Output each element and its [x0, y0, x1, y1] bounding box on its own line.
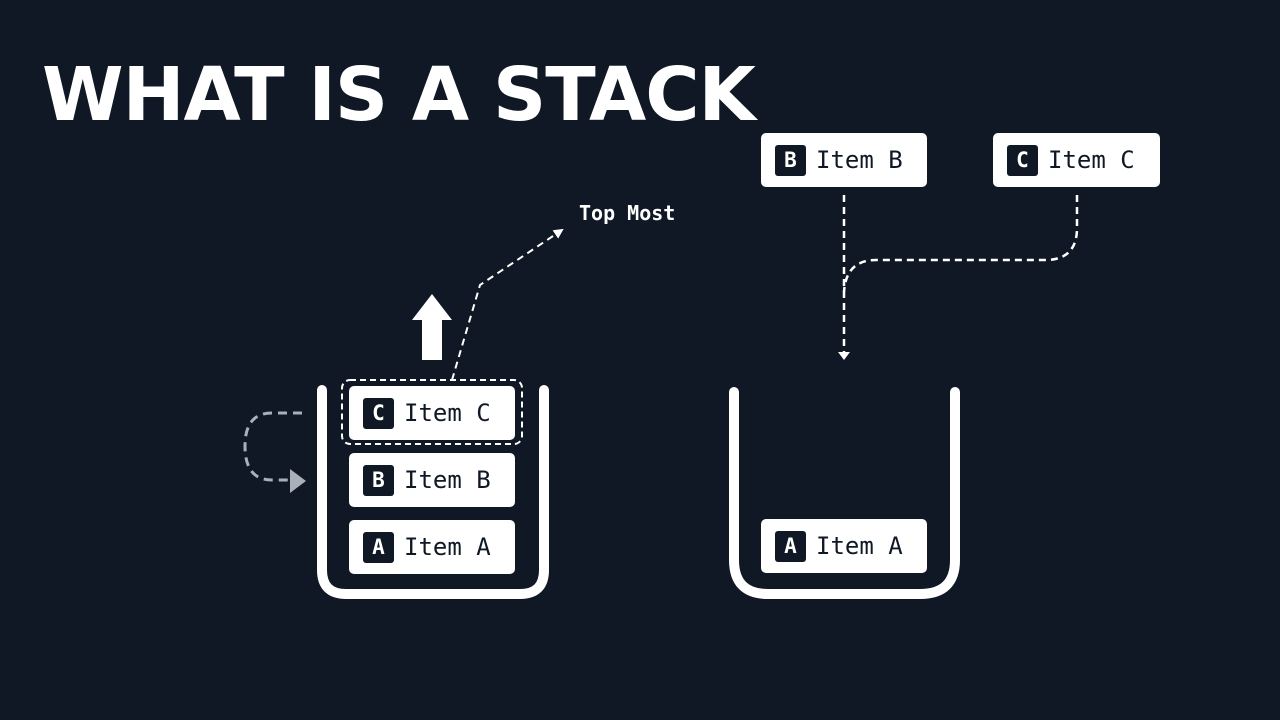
top-most-pointer [451, 228, 564, 381]
item-label: Item A [404, 533, 491, 561]
item-badge: B [775, 144, 806, 176]
left-stack-item-b: B Item B [349, 453, 515, 507]
item-label: Item B [404, 466, 491, 494]
left-stack-container [317, 385, 549, 599]
item-label: Item A [816, 532, 903, 560]
item-badge: B [363, 464, 394, 496]
item-badge: A [775, 530, 806, 562]
push-pointer-c [842, 195, 1079, 293]
pop-arrow-icon [412, 294, 452, 360]
incoming-item-b: B Item B [761, 133, 927, 187]
left-stack-item-c: C Item C [349, 386, 515, 440]
incoming-item-c: C Item C [993, 133, 1160, 187]
right-stack-container [729, 387, 960, 599]
item-label: Item C [404, 399, 491, 427]
item-label: Item C [1048, 146, 1135, 174]
item-badge: C [363, 397, 394, 429]
cycle-arrow-icon [243, 411, 302, 482]
item-badge: C [1007, 144, 1038, 176]
item-badge: A [363, 531, 394, 563]
item-label: Item B [816, 146, 903, 174]
left-stack-item-a: A Item A [349, 520, 515, 574]
page-title: WHAT IS A STACK [42, 52, 756, 138]
right-stack-item-a: A Item A [761, 519, 927, 573]
top-most-label: Top Most [579, 201, 676, 225]
top-item-highlight [341, 379, 523, 445]
